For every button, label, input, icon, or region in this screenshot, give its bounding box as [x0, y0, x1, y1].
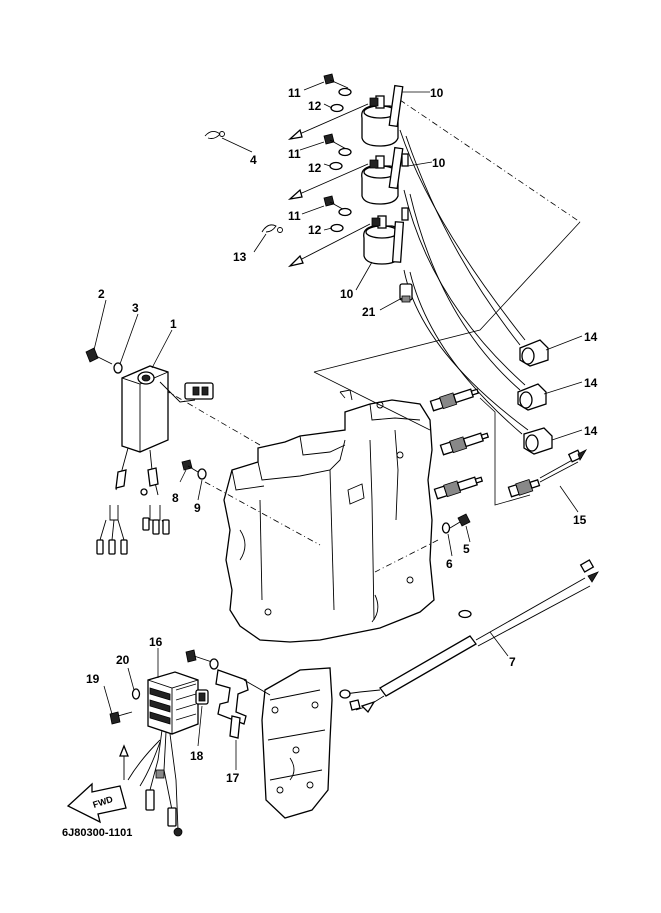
spark-plug-caps: [517, 339, 553, 455]
callout-8: 8: [172, 491, 179, 505]
spark-plugs: [429, 388, 490, 500]
bolt-washer-5-6: [441, 513, 471, 534]
ignition-coil-top: [361, 84, 404, 147]
callout-17: 17: [226, 771, 240, 785]
bolt-washer-8-9: [181, 459, 207, 480]
callout-16: 16: [149, 635, 163, 649]
bolt-washer-19-20: [109, 688, 141, 725]
callout-19: 19: [86, 672, 100, 686]
ignition-coil-middle: [361, 146, 404, 205]
callout-11-top: 11: [288, 86, 301, 100]
engine-block: [223, 389, 435, 643]
callout-14-top: 14: [584, 330, 598, 344]
callout-10-bottom: 10: [340, 287, 354, 301]
part-18: [195, 689, 209, 705]
callout-11-middle: 11: [288, 147, 301, 161]
callout-10-middle: 10: [432, 156, 446, 170]
high-tension-leads: [399, 129, 529, 435]
connector-21: [399, 283, 413, 303]
leader-lines: [93, 81, 583, 770]
bolt-washer-2-3: [85, 347, 123, 374]
fwd-direction-arrow: FWD: [66, 782, 127, 824]
callout-13: 13: [233, 250, 247, 264]
callout-4: 4: [250, 153, 257, 167]
callout-3: 3: [132, 301, 139, 315]
igniter-unit-1: [96, 365, 214, 555]
callout-1: 1: [170, 317, 177, 331]
wire-clamp-4: [204, 131, 225, 139]
ignition-coil-bottom: [363, 215, 405, 265]
coil-bolts: [323, 73, 352, 233]
diagram-code: 6J80300-1101: [62, 827, 132, 839]
callout-labels: 2 3 1 4 5 6 7 8 9 10 10 10 11 11 11 12 1…: [86, 86, 598, 785]
battery-lead-7: [339, 559, 599, 714]
wire-clamp-13: [261, 224, 283, 233]
rectifier-regulator-16: [119, 671, 199, 837]
assembly-lines: [164, 99, 581, 573]
callout-2: 2: [98, 287, 105, 301]
sensor-lead-15: [507, 449, 588, 498]
callout-12-bottom: 12: [308, 223, 322, 237]
callout-5: 5: [463, 542, 470, 556]
callout-14-middle: 14: [584, 376, 598, 390]
bracket-bolt: [185, 649, 219, 670]
callout-10-top: 10: [430, 86, 444, 100]
callout-6: 6: [446, 557, 453, 571]
callout-14-bottom: 14: [584, 424, 598, 438]
coil-ground-wires: [287, 103, 371, 268]
callout-18: 18: [190, 749, 204, 763]
bracket-17: [215, 669, 271, 739]
callout-20: 20: [116, 653, 130, 667]
callout-11-bottom: 11: [288, 209, 301, 223]
callout-7: 7: [509, 655, 516, 669]
callout-9: 9: [194, 501, 201, 515]
callout-12-middle: 12: [308, 161, 322, 175]
callout-21: 21: [362, 305, 376, 319]
callout-15: 15: [573, 513, 587, 527]
mounting-bracket: [261, 667, 333, 819]
callout-12-top: 12: [308, 99, 322, 113]
